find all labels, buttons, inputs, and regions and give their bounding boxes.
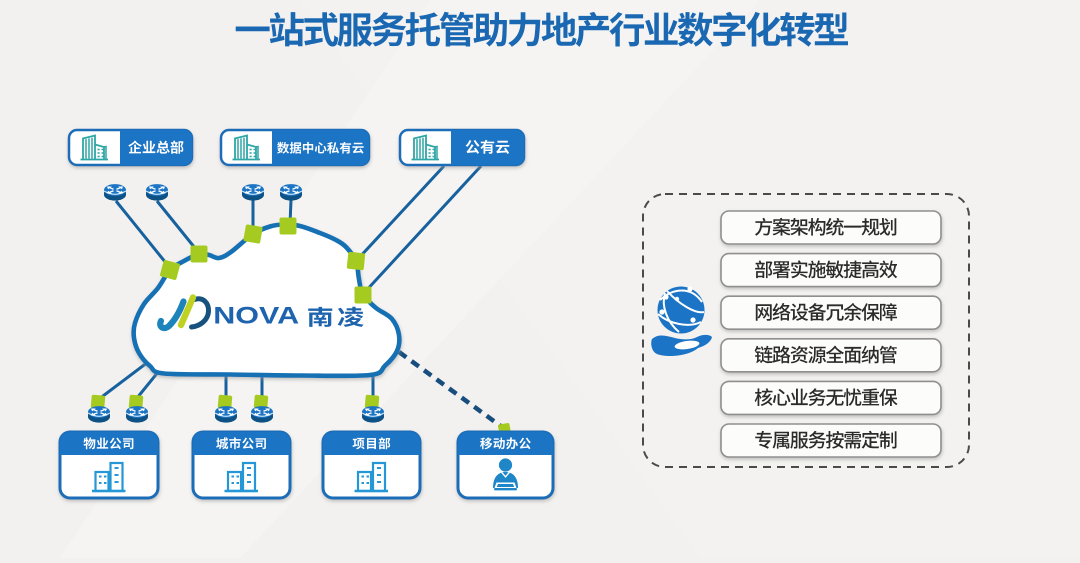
svg-text:NOVA: NOVA (213, 301, 299, 328)
